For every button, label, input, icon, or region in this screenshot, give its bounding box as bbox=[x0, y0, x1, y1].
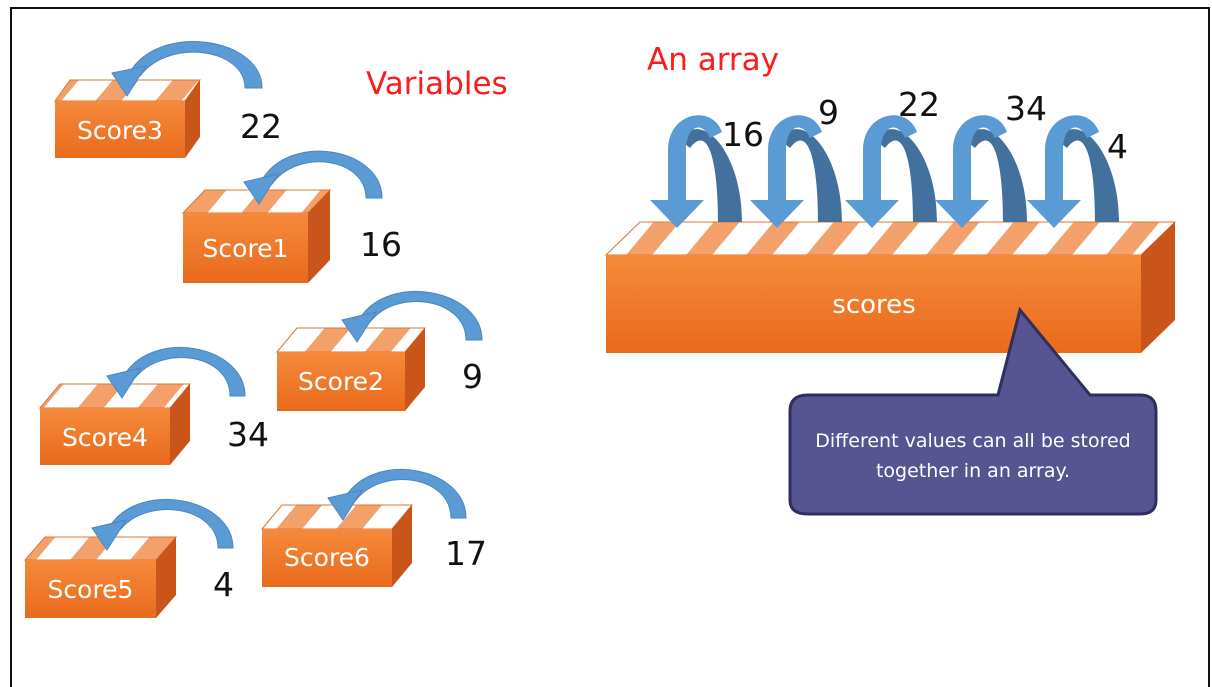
curved-arrow-icon bbox=[341, 290, 483, 343]
slide-frame bbox=[10, 7, 1210, 687]
array-value-2: 22 bbox=[898, 85, 940, 124]
array-value-0: 16 bbox=[722, 115, 764, 154]
curved-arrow-icon bbox=[91, 498, 234, 551]
variable-box-score1 bbox=[181, 189, 332, 283]
variable-value-score5: 4 bbox=[213, 565, 234, 604]
variable-value-score4: 34 bbox=[227, 415, 269, 454]
array-name-label: scores bbox=[832, 290, 916, 320]
curved-arrow-icon bbox=[935, 115, 1027, 228]
variable-box-score5 bbox=[23, 536, 178, 618]
variables-title: Variables bbox=[366, 66, 508, 102]
curved-arrow-icon bbox=[750, 115, 842, 228]
curved-arrow-icon bbox=[650, 115, 742, 228]
variable-label-score2: Score2 bbox=[298, 367, 384, 396]
callout-text: Different values can all be stored toget… bbox=[815, 430, 1131, 482]
variable-label-score6: Score6 bbox=[284, 543, 370, 572]
variable-label-score3: Score3 bbox=[77, 116, 163, 145]
array-value-4: 4 bbox=[1107, 127, 1128, 166]
variable-label-score4: Score4 bbox=[62, 423, 148, 452]
array-value-1: 9 bbox=[818, 93, 839, 132]
curved-arrow-icon bbox=[1027, 115, 1119, 228]
variable-box-score2 bbox=[275, 327, 427, 411]
curved-arrow-icon bbox=[327, 468, 467, 521]
variable-label-score5: Score5 bbox=[47, 575, 134, 604]
variable-box-score6 bbox=[260, 504, 414, 587]
variable-value-score3: 22 bbox=[240, 107, 282, 146]
variable-value-score2: 9 bbox=[462, 357, 483, 396]
array-box bbox=[604, 221, 1177, 353]
curved-arrow-icon bbox=[243, 150, 383, 205]
array-title: An array bbox=[647, 42, 779, 78]
variable-label-score1: Score1 bbox=[202, 234, 289, 263]
curved-arrow-icon bbox=[106, 346, 246, 399]
curved-arrow-icon bbox=[845, 115, 937, 228]
array-value-3: 34 bbox=[1005, 89, 1047, 128]
variable-box-score4 bbox=[38, 383, 192, 465]
callout-bubble bbox=[788, 306, 1158, 516]
curved-arrow-icon bbox=[111, 41, 263, 97]
array-arrows bbox=[650, 115, 1119, 228]
variable-value-score6: 17 bbox=[445, 534, 487, 573]
variable-value-score1: 16 bbox=[360, 225, 402, 264]
